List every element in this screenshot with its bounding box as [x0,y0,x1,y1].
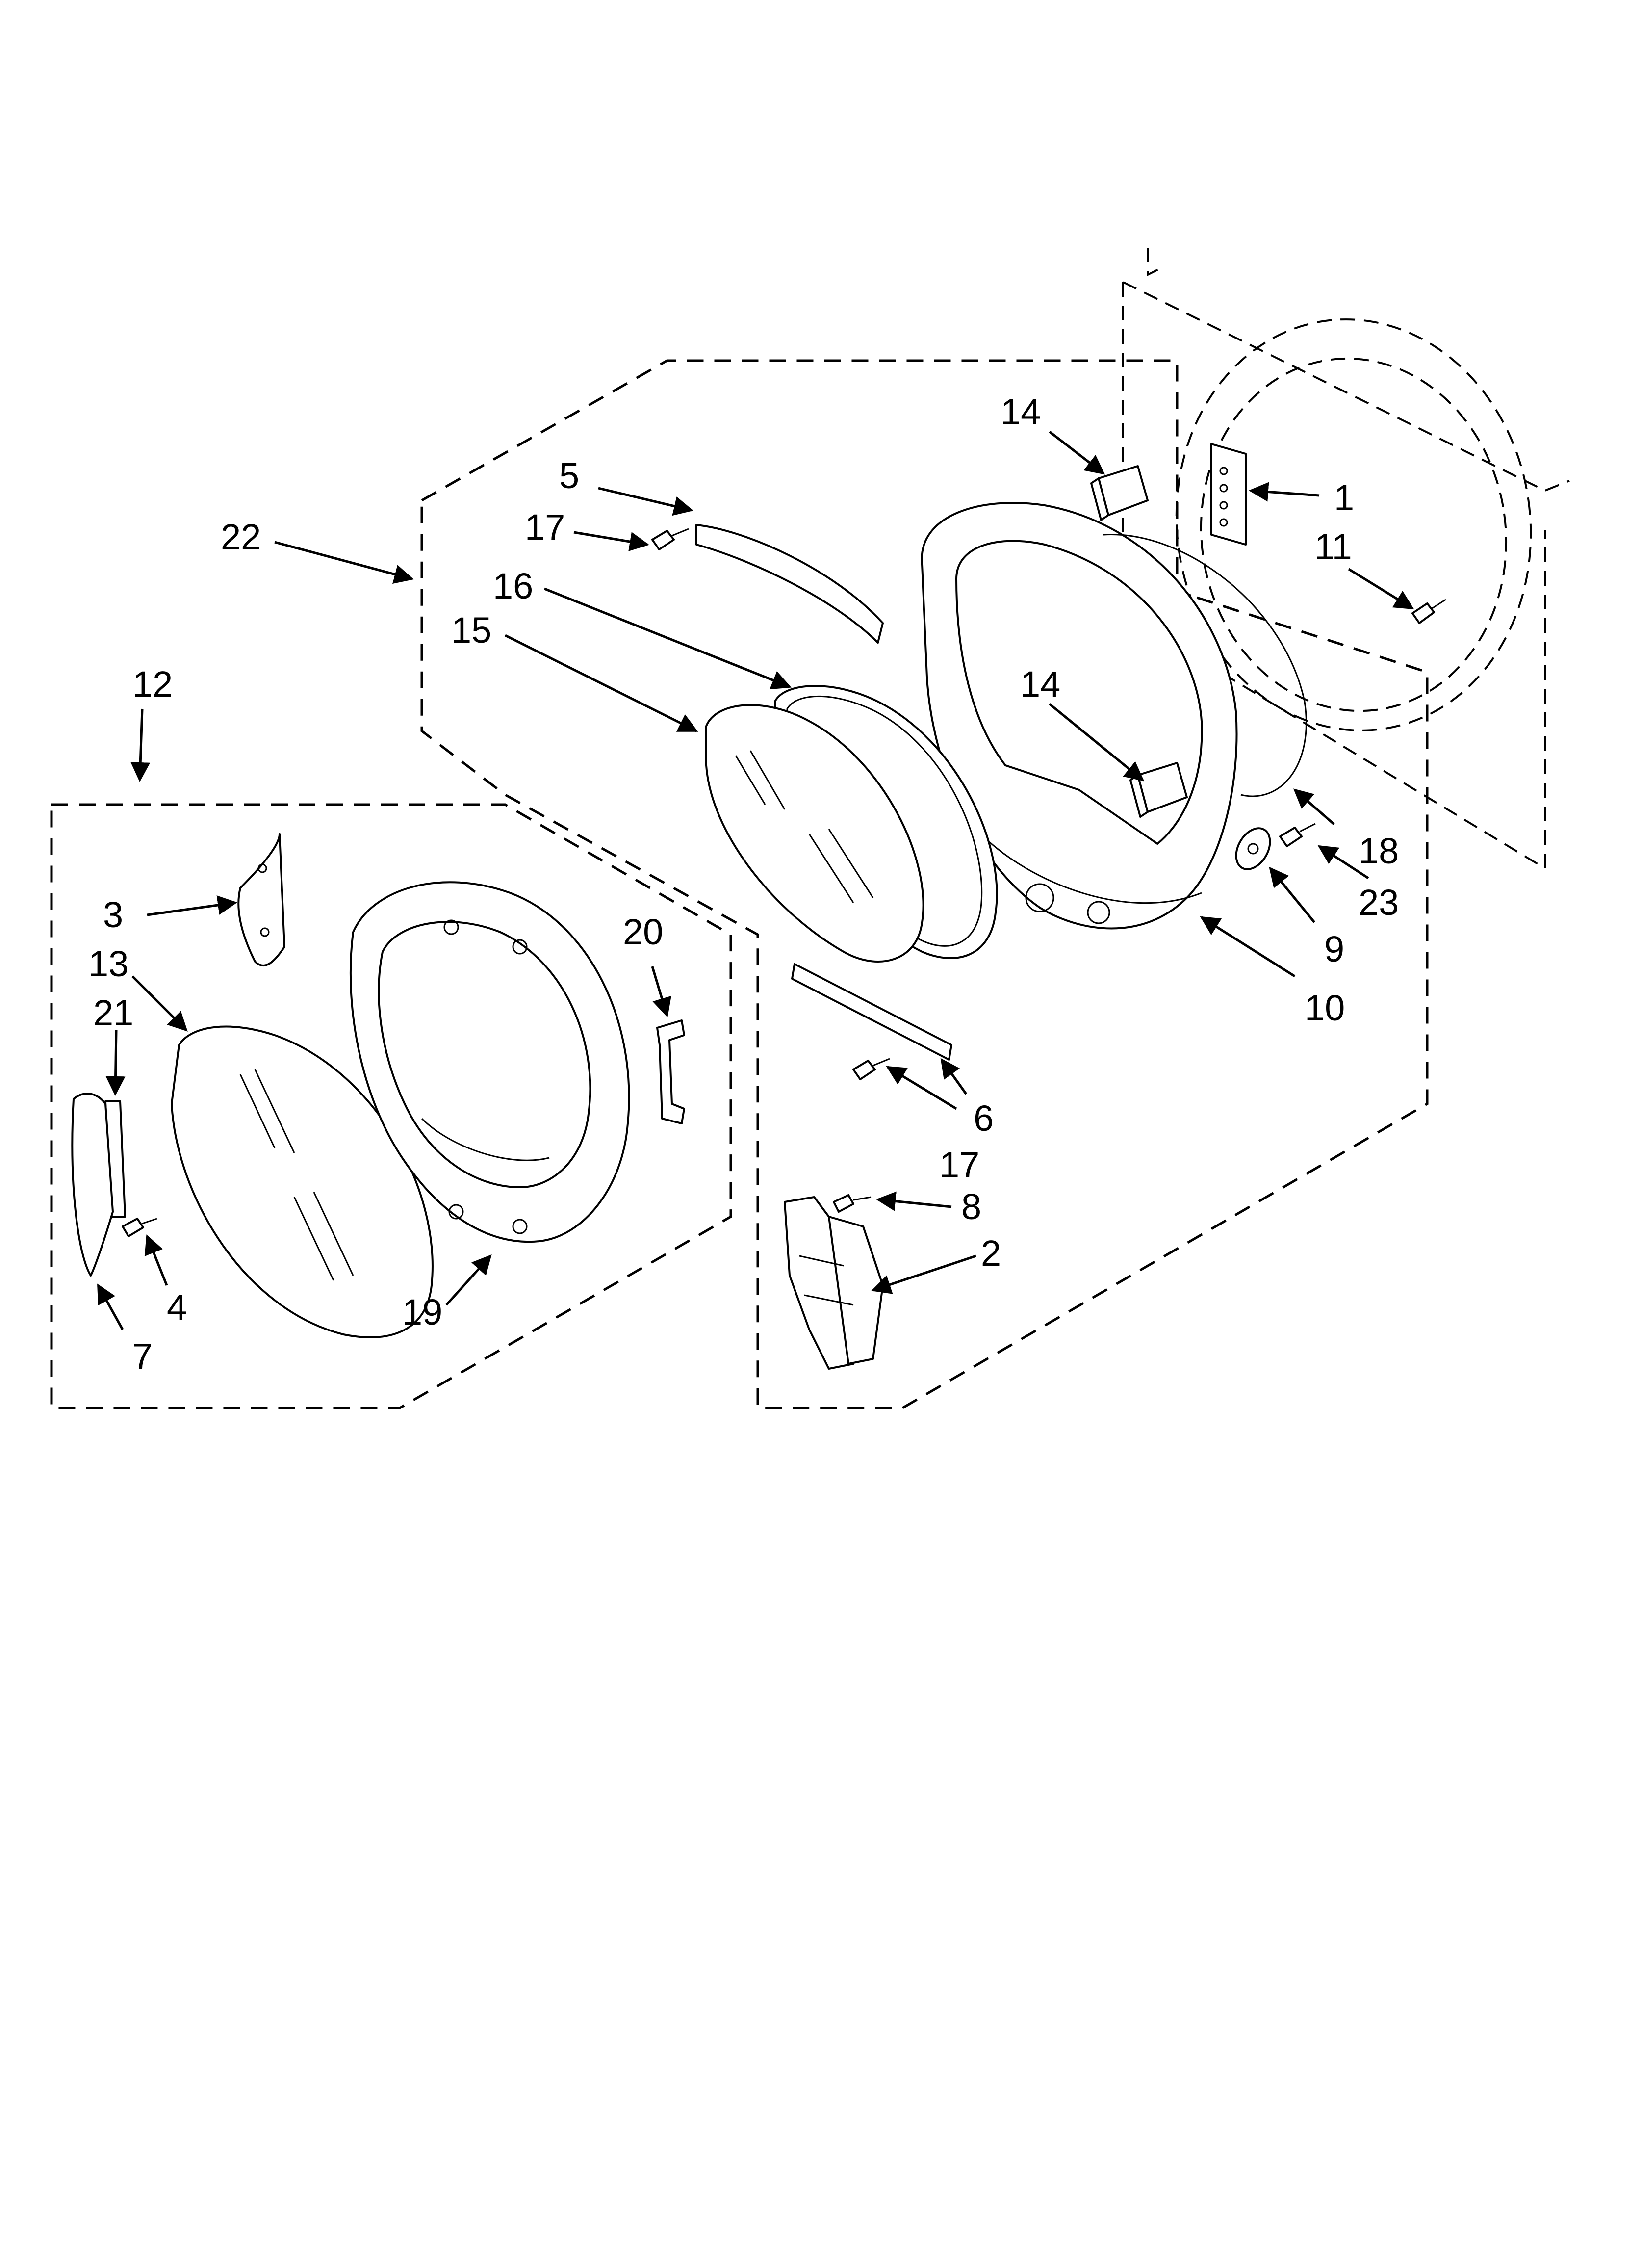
screw-part-11 [1411,599,1446,624]
screw-part-17-top [651,528,689,550]
callout-17b: 17 [939,1145,979,1185]
hinge-plate-part-1 [1210,443,1247,546]
callout-14a: 14 [1001,391,1041,432]
callout-19: 19 [402,1292,442,1332]
screw-part-4 [122,1218,157,1237]
callout-14b: 14 [1020,664,1060,704]
callout-labels: 1 2 3 4 5 6 7 8 9 10 11 12 13 14 14 15 1… [88,391,1399,1377]
callout-15: 15 [451,610,491,651]
callout-1: 1 [1334,477,1354,518]
callout-23: 23 [1359,882,1399,923]
callout-11: 11 [1314,526,1352,567]
callout-18: 18 [1359,831,1399,871]
inner-door-frame-part-19 [349,881,630,1243]
callout-6: 6 [974,1098,994,1139]
callout-3: 3 [103,894,123,935]
leader-lines [97,431,1414,1330]
callout-10: 10 [1305,988,1345,1028]
callout-9: 9 [1324,929,1344,969]
callout-5: 5 [559,455,579,496]
handle-cover-part-3 [237,833,285,967]
group-outline-22 [420,359,1429,1409]
callout-7: 7 [132,1336,153,1377]
inner-glass-part-15 [705,704,924,963]
latch-block-part-14-top [1090,465,1149,521]
outer-door-frame-part-10 [921,502,1238,930]
callout-4: 4 [167,1287,187,1328]
screw-part-23 [1279,823,1316,847]
callout-2: 2 [981,1233,1001,1274]
callout-17a: 17 [525,507,565,547]
callout-20: 20 [623,912,663,952]
inner-gasket-part-18 [1103,534,1307,797]
callout-21: 21 [93,992,133,1033]
outer-door-glass-part-13 [171,1025,434,1338]
bracket-part-20 [656,1019,685,1124]
callout-12: 12 [132,664,173,704]
hinge-assembly-part-2 [784,1196,884,1370]
handle-part-7 [71,1093,114,1277]
dryer-cabinet-ghost [1122,248,1570,870]
group-outline-12 [50,803,732,1409]
callout-13: 13 [88,943,128,984]
callout-22: 22 [221,517,261,557]
clip-part-9 [1235,827,1271,870]
screw-part-17-bottom [852,1058,890,1080]
hinge-strap-part-5 [695,524,884,644]
callout-8: 8 [961,1186,981,1227]
callout-16: 16 [493,566,533,606]
lower-strap-part-6 [791,963,952,1061]
screw-part-8 [833,1194,872,1213]
